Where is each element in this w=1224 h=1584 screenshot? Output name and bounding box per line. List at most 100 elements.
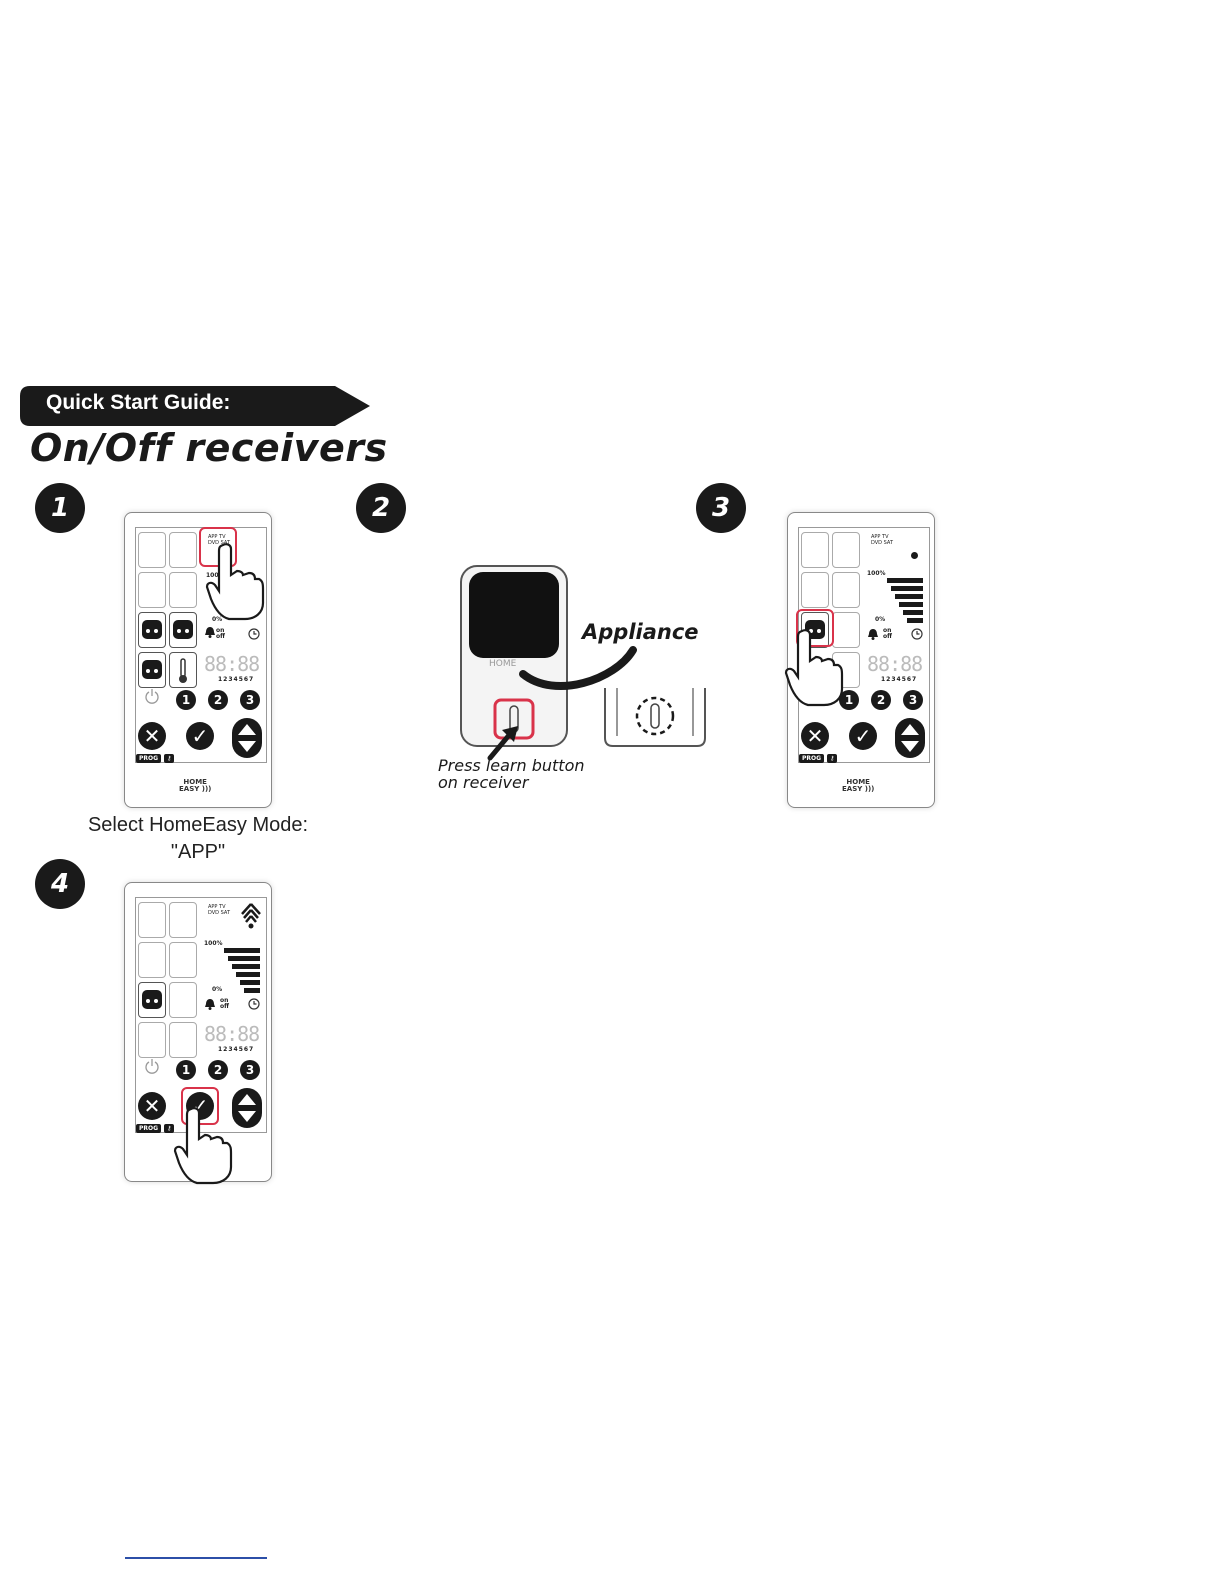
empty-cell (832, 572, 860, 608)
light-cell (169, 572, 197, 608)
channel-1-button[interactable]: 1 (839, 690, 859, 710)
empty-cell (138, 902, 166, 938)
prog-label: PROG (799, 754, 825, 763)
appliance-label: Appliance (582, 620, 699, 644)
mode-labels: APP TV DVD SAT (871, 534, 893, 546)
weekdays-label: 1234567 (218, 1046, 255, 1053)
digit-display: 88:88 (204, 652, 260, 676)
digit-display: 88:88 (867, 652, 923, 676)
step-3-badge: 3 (696, 483, 746, 533)
footer-rule (125, 1557, 267, 1559)
page-title: On/Off receivers (30, 426, 388, 470)
up-down-button[interactable] (895, 718, 925, 758)
channel-3-button[interactable]: 3 (240, 690, 260, 710)
socket-cell[interactable] (138, 612, 166, 648)
channel-1-button[interactable]: 1 (176, 1060, 196, 1080)
step-1-caption: Select HomeEasy Mode: "APP" (87, 814, 309, 863)
prog-label: PROG (136, 1124, 162, 1133)
cancel-button[interactable]: ✕ (801, 722, 829, 750)
channel-2-button[interactable]: 2 (871, 690, 891, 710)
level-bottom-label: 0% (212, 986, 223, 993)
prog-label: PROG (136, 754, 162, 763)
confirm-button[interactable]: ✓ (849, 722, 877, 750)
level-bottom-label: 0% (212, 616, 223, 623)
empty-cell (169, 1022, 197, 1058)
level-bars (224, 948, 260, 996)
cancel-button[interactable]: ✕ (138, 1092, 166, 1120)
learn-button-label: Press learn button on receiver (438, 756, 585, 792)
pointing-hand-icon (173, 1107, 233, 1185)
socket-icon (142, 660, 162, 679)
digit-display: 88:88 (204, 1022, 260, 1046)
clock-icon (248, 998, 260, 1010)
empty-cell (138, 1022, 166, 1058)
svg-text:HOME: HOME (489, 659, 517, 669)
empty-cell (138, 942, 166, 978)
socket-icon (173, 620, 193, 639)
up-down-button[interactable] (232, 1088, 262, 1128)
socket-icon (142, 990, 162, 1009)
level-top-label: 100% (204, 940, 223, 947)
socket-cell[interactable] (138, 652, 166, 688)
power-icon[interactable] (144, 1058, 160, 1074)
channel-3-button[interactable]: 3 (240, 1060, 260, 1080)
key-icon: ⚷ (164, 1124, 175, 1133)
empty-cell (832, 532, 860, 568)
light-cell (138, 532, 166, 568)
weekdays-label: 1234567 (218, 676, 255, 683)
status-dot-icon (911, 552, 918, 559)
banner-label: Quick Start Guide: (46, 391, 231, 414)
confirm-button[interactable]: ✓ (186, 722, 214, 750)
pointing-hand-icon (205, 543, 265, 621)
power-icon[interactable] (144, 688, 160, 704)
thermometer-cell[interactable] (169, 652, 197, 688)
empty-cell (169, 982, 197, 1018)
channel-2-button[interactable]: 2 (208, 1060, 228, 1080)
channel-3-button[interactable]: 3 (903, 690, 923, 710)
socket-icon (142, 620, 162, 639)
receiver-illustration: HOME (460, 565, 706, 747)
socket-highlight (796, 609, 834, 647)
step-4-badge: 4 (35, 859, 85, 909)
light-cell (138, 572, 166, 608)
key-icon: ⚷ (827, 754, 838, 763)
level-bars (887, 578, 923, 626)
mode-labels: APP TV DVD SAT (208, 534, 230, 546)
bell-icon (205, 627, 215, 638)
pointing-hand-icon (784, 629, 844, 707)
level-top-label: 100% (206, 572, 225, 579)
empty-cell (169, 942, 197, 978)
clock-icon (248, 628, 260, 640)
cancel-button[interactable]: ✕ (138, 722, 166, 750)
step-2-badge: 2 (356, 483, 406, 533)
empty-cell (801, 532, 829, 568)
bell-icon (205, 999, 215, 1010)
mode-labels: APP TV DVD SAT (208, 904, 230, 916)
level-top-label: 100% (867, 570, 886, 577)
arrow-icon (487, 726, 518, 761)
channel-2-button[interactable]: 2 (208, 690, 228, 710)
signal-icon (241, 903, 261, 929)
level-bottom-label: 0% (875, 616, 886, 623)
step-1-badge: 1 (35, 483, 85, 533)
up-down-button[interactable] (232, 718, 262, 758)
light-cell (169, 532, 197, 568)
channel-1-button[interactable]: 1 (176, 690, 196, 710)
clock-icon (911, 628, 923, 640)
quick-start-banner: Quick Start Guide: (20, 386, 370, 426)
thermometer-icon (179, 658, 187, 683)
socket-cell[interactable] (169, 612, 197, 648)
key-icon: ⚷ (164, 754, 175, 763)
socket-cell[interactable] (138, 982, 166, 1018)
weekdays-label: 1234567 (881, 676, 918, 683)
